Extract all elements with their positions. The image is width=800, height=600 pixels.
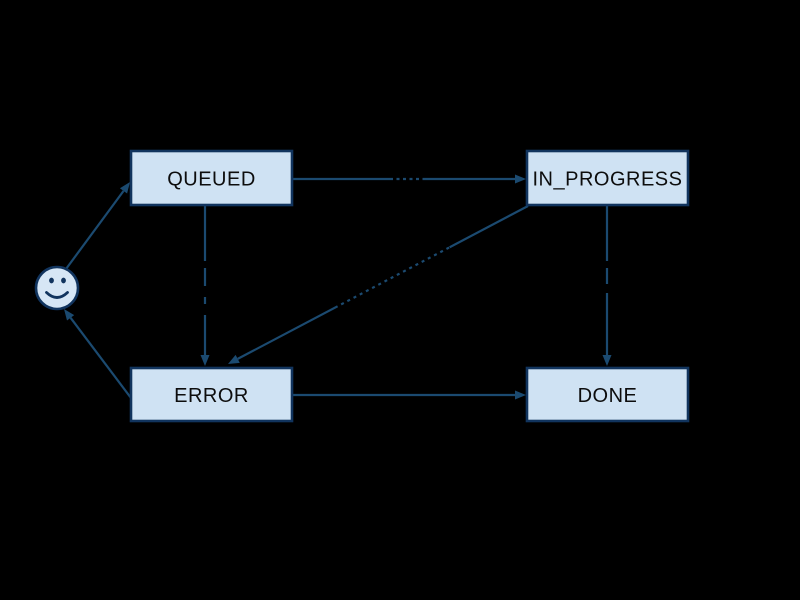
- edge-line: [69, 317, 132, 399]
- edges-layer: [64, 174, 612, 400]
- arrowhead-icon: [228, 354, 240, 364]
- edge-line: [65, 190, 125, 270]
- smiley-mouth: [45, 291, 69, 299]
- illegible-label-artifact-queued-error: [199, 286, 211, 297]
- illegible-label-artifact-in-progress-done: [601, 284, 613, 293]
- state-node-in-progress: IN_PROGRESS: [525, 149, 690, 207]
- arrowhead-icon: [64, 309, 75, 321]
- state-node-done: DONE: [525, 366, 690, 423]
- smiley-right-eye: [61, 277, 66, 284]
- state-label: ERROR: [174, 385, 249, 407]
- arrowhead-icon: [119, 182, 130, 194]
- illegible-label-artifact-in-progress-done: [601, 261, 613, 268]
- start-state-node: [34, 265, 80, 311]
- edge-error-to-done: [292, 390, 526, 400]
- edge-start-to-queued: [65, 182, 130, 270]
- arrowhead-icon: [200, 355, 210, 366]
- edge-queued-to-in-progress: [292, 174, 526, 184]
- nodes-layer: QUEUED IN_PROGRESS ERROR DONE: [34, 149, 690, 423]
- smiley-left-eye: [49, 277, 54, 284]
- state-box: [129, 366, 294, 423]
- state-box: [525, 366, 690, 423]
- smiley-face-icon: [34, 265, 80, 311]
- illegible-label-artifact-in-progress-error: [333, 239, 451, 309]
- state-label: QUEUED: [167, 169, 256, 191]
- illegible-label-artifact-queued-error: [199, 304, 211, 315]
- illegible-edge-label-artifacts: [199, 174, 613, 315]
- state-box: [525, 149, 690, 207]
- state-label: DONE: [578, 385, 638, 407]
- state-node-error: ERROR: [129, 366, 294, 423]
- arrowhead-icon: [515, 174, 526, 184]
- state-label: IN_PROGRESS: [533, 169, 683, 191]
- state-box: [129, 149, 294, 207]
- state-node-queued: QUEUED: [129, 149, 294, 207]
- arrowhead-icon: [602, 355, 612, 366]
- arrowhead-icon: [515, 390, 526, 400]
- edge-in-progress-to-done: [602, 205, 612, 366]
- edge-error-to-start: [64, 309, 132, 399]
- edge-queued-to-error: [200, 205, 210, 366]
- illegible-label-artifact-queued-error: [199, 261, 211, 268]
